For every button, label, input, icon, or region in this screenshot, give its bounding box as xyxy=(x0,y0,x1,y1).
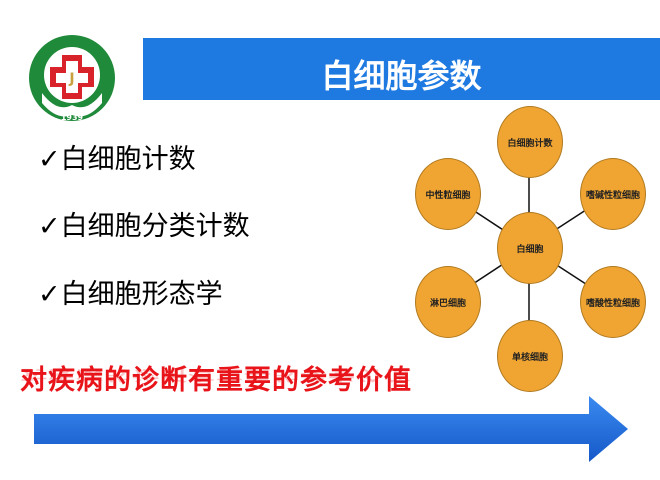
svg-text:1939: 1939 xyxy=(61,113,84,122)
hospital-logo: J 1939 xyxy=(29,35,115,122)
bullet-wbc-count: ✓白细胞计数 xyxy=(38,144,196,175)
bullet-wbc-morphology: ✓白细胞形态学 xyxy=(38,279,223,310)
diagram-node: 中性粒细胞 xyxy=(415,158,481,230)
diagram-center-node: 白细胞 xyxy=(497,212,563,284)
slide-title: 白细胞参数 xyxy=(321,57,482,95)
diagram-node: 白细胞计数 xyxy=(497,106,563,178)
diagram-node: 嗜碱性粒细胞 xyxy=(580,158,646,230)
svg-text:J: J xyxy=(68,71,74,87)
diagram-node: 单核细胞 xyxy=(497,320,563,392)
diagram-node: 淋巴细胞 xyxy=(415,266,481,338)
bullet-wbc-differential: ✓白细胞分类计数 xyxy=(38,211,250,242)
arrow-right-icon xyxy=(34,396,628,462)
slogan-text: 对疾病的诊断有重要的参考价值 xyxy=(20,365,412,396)
diagram-node: 嗜酸性粒细胞 xyxy=(580,266,646,338)
title-banner: 白细胞参数 xyxy=(143,38,660,100)
slogan-reflection: 对疾病的诊断有重要的参考价值 xyxy=(20,367,412,383)
